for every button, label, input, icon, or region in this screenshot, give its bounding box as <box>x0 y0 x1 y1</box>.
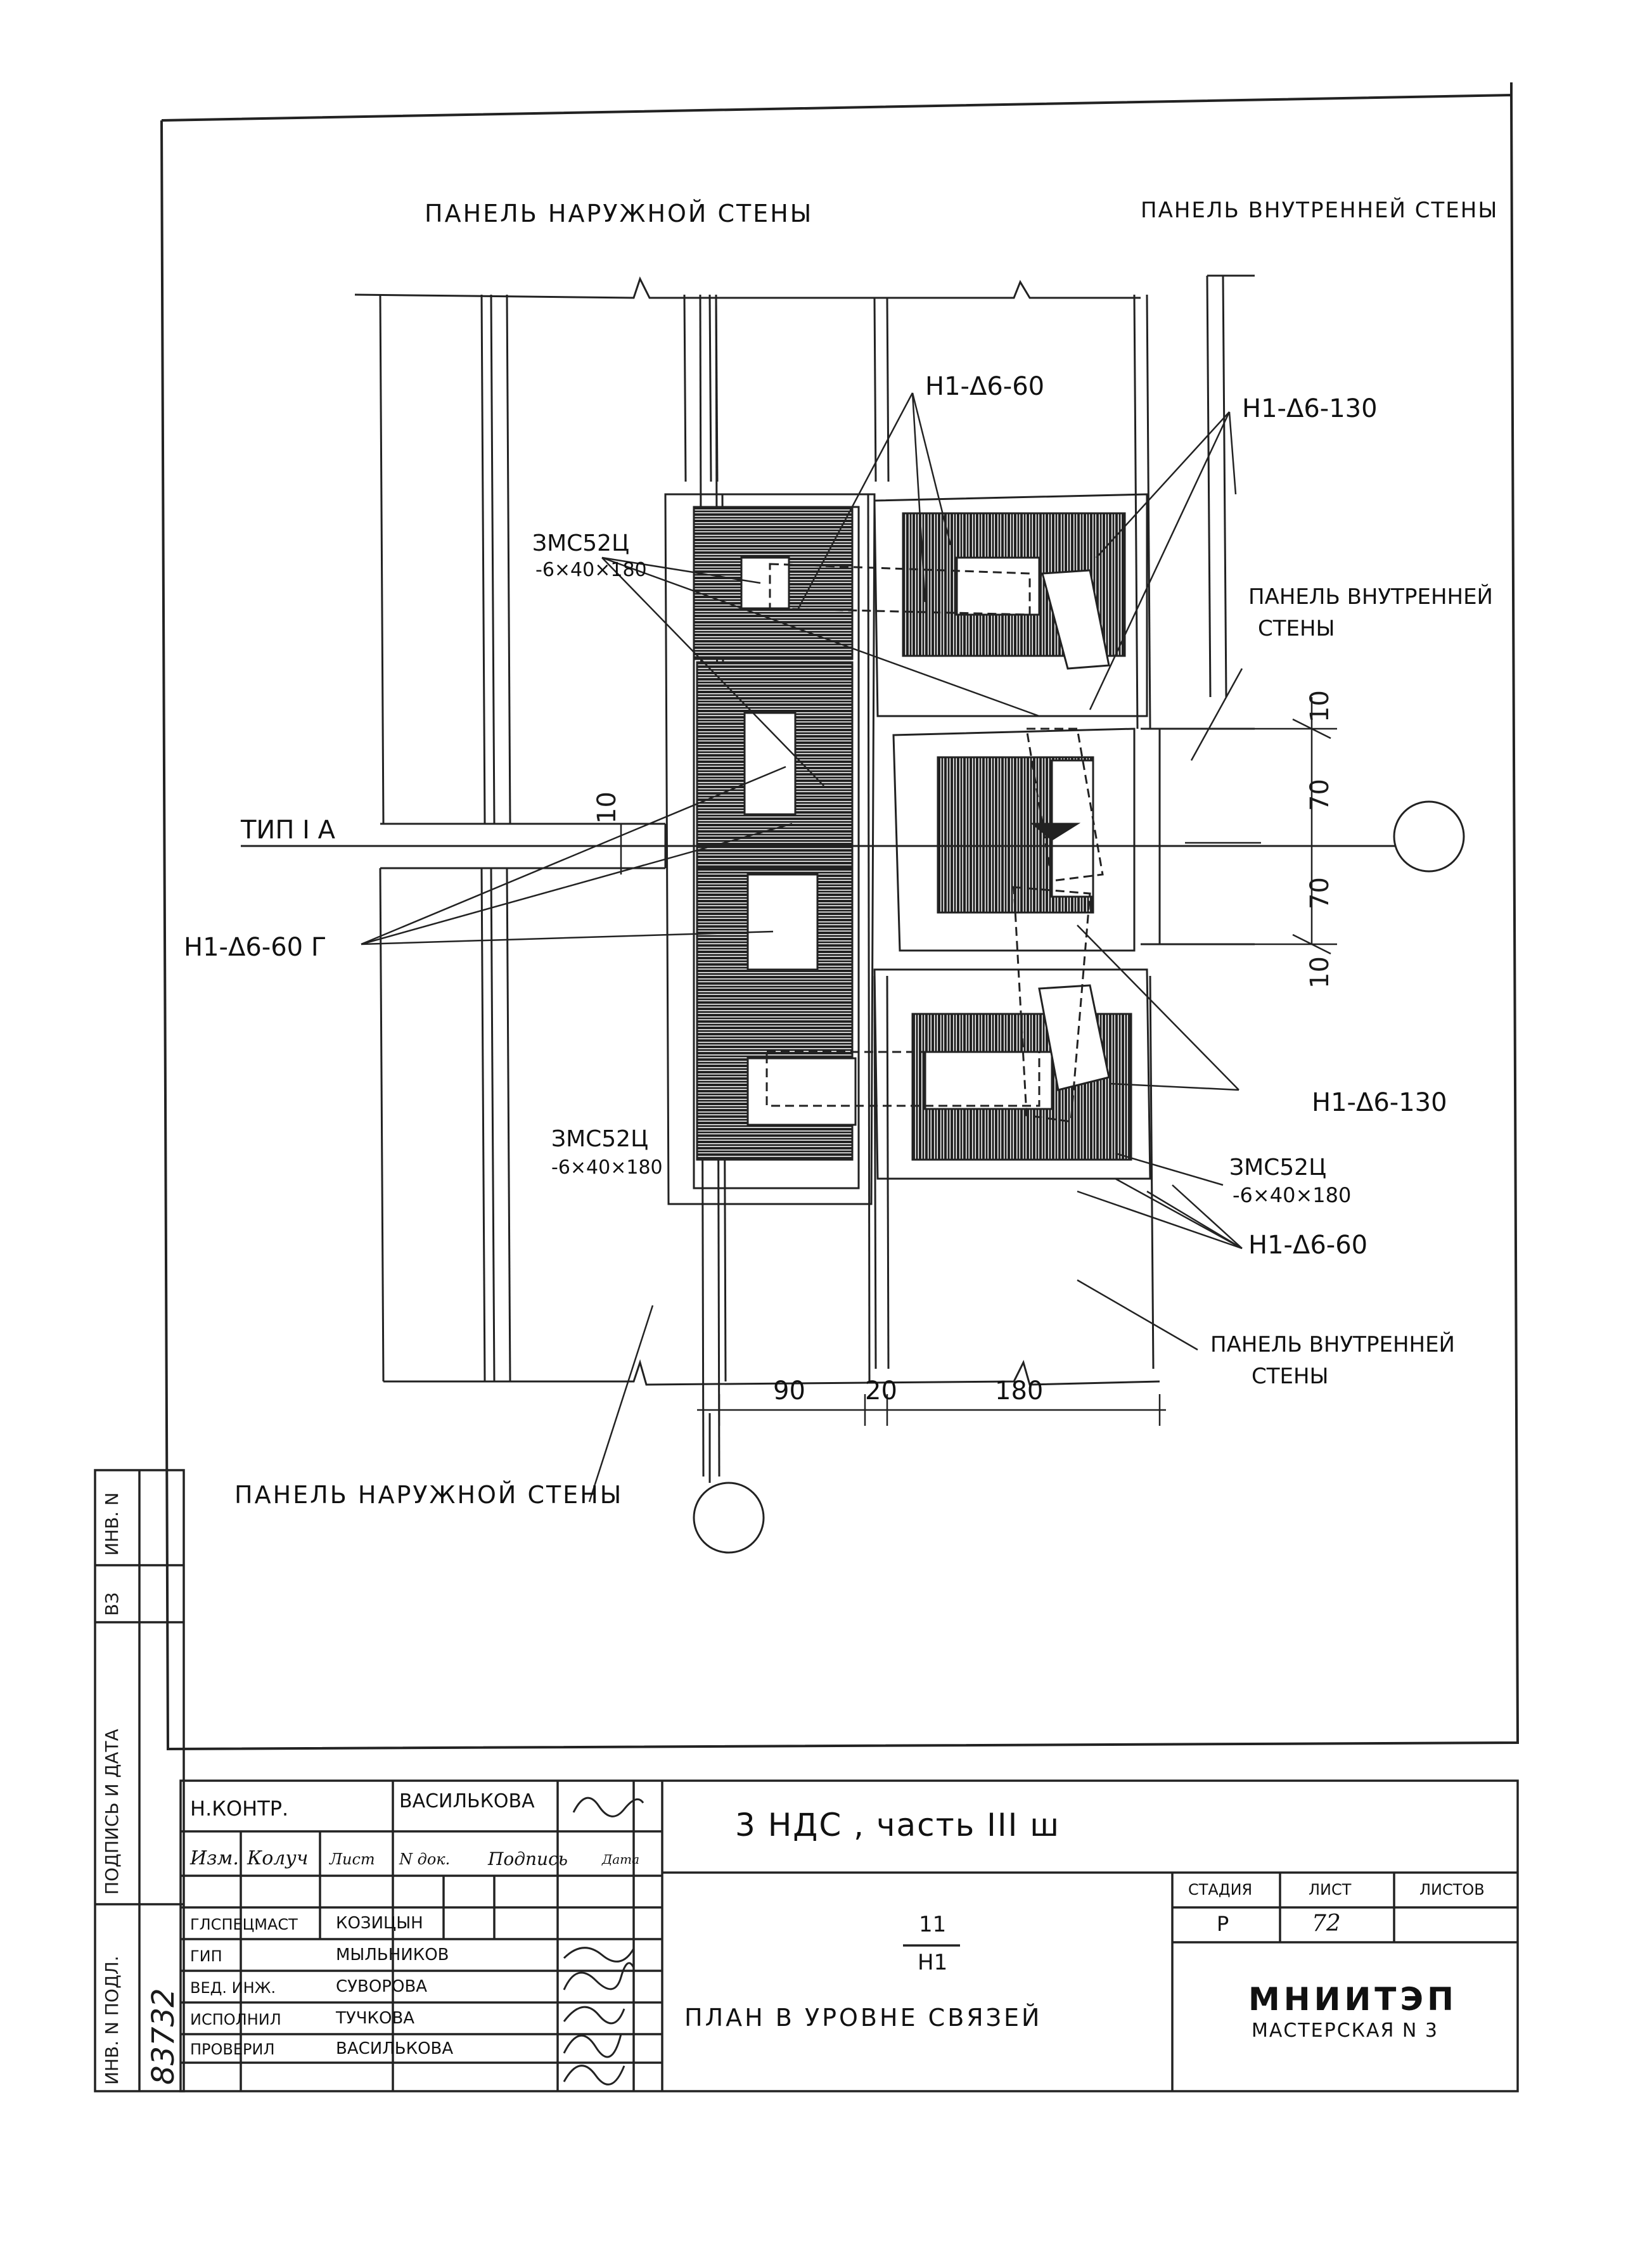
sidebar-podpis-data: ПОДПИСЬ И ДАТА <box>101 1729 122 1895</box>
dim-right-mid2: 70 <box>1305 877 1335 909</box>
label-inner-panel-bottom-2: СТЕНЫ <box>1252 1364 1329 1389</box>
tb-project: 3 НДС , часть III ш <box>735 1807 1060 1843</box>
label-plate-right-1: ЗМС52Ц <box>1229 1155 1327 1181</box>
sidebar-inv-value: 83732 <box>146 1988 181 2085</box>
label-weld-right-mid: Н1-Δ6-130 <box>1312 1088 1447 1117</box>
label-weld-top-right: Н1-Δ6-130 <box>1242 394 1378 423</box>
dim-right-mid1: 70 <box>1305 779 1335 811</box>
tb-row-role-2: ВЕД. ИНЖ. <box>190 1979 276 1997</box>
tb-sheet-value: 72 <box>1312 1911 1341 1937</box>
label-type-mark: ТИП I A <box>241 816 336 845</box>
label-plate-right-2: -6×40×180 <box>1233 1183 1352 1207</box>
tb-row-name-4: ВАСИЛЬКОВА <box>336 2039 454 2058</box>
label-plate-left-top-1: ЗМС52Ц <box>532 530 630 556</box>
tb-sheets-label: ЛИСТОВ <box>1419 1881 1485 1899</box>
tb-row-role-1: ГИП <box>190 1947 222 1965</box>
dim-right-bottom: 10 <box>1305 956 1335 989</box>
title-block-frame <box>94 1469 1519 2092</box>
axis-markers <box>241 800 1465 1554</box>
tb-n-kontr-name: ВАСИЛЬКОВА <box>399 1790 535 1812</box>
tb-row-name-2: СУВОРОВА <box>336 1977 428 1996</box>
label-weld-left: Н1-Δ6-60 Г <box>184 933 327 962</box>
tb-header-data: Дата <box>602 1852 640 1867</box>
tb-org-name: МНИИТЭП <box>1248 1981 1457 2018</box>
label-inner-panel-bottom-1: ПАНЕЛЬ ВНУТРЕННЕЙ <box>1210 1332 1455 1357</box>
right-joint-block-middle <box>892 727 1136 952</box>
dim-left-gap: 10 <box>592 791 622 824</box>
weld-plates <box>765 563 1104 1123</box>
tb-row-name-1: МЫЛЬНИКОВ <box>336 1945 449 1964</box>
dim-bottom-3: 180 <box>995 1376 1044 1406</box>
right-joint-block-top <box>873 493 1148 717</box>
right-joint-block-bottom <box>873 968 1151 1180</box>
signatures <box>563 1797 644 2085</box>
tb-header-izm: Изм. <box>190 1847 239 1869</box>
tb-header-koluch: Колуч <box>247 1847 309 1869</box>
label-outer-panel-bottom: ПАНЕЛЬ НАРУЖНОЙ СТЕНЫ <box>234 1481 624 1509</box>
leader-lines <box>361 392 1261 1502</box>
tb-sheet-label: ЛИСТ <box>1309 1881 1352 1899</box>
tb-header-list: Лист <box>330 1850 375 1868</box>
tb-row-role-0: ГЛСПЕЦМАСТ <box>190 1916 298 1933</box>
tb-sheet-title: ПЛАН В УРОВНЕ СВЯЗЕЙ <box>684 2004 1042 2032</box>
tb-row-role-3: ИСПОЛНИЛ <box>190 2011 281 2028</box>
dim-bottom-1: 90 <box>773 1376 805 1406</box>
dimension-lines <box>620 697 1337 1426</box>
left-joint-block <box>664 493 876 1205</box>
sidebar-inv-podl: ИНВ. N ПОДЛ. <box>101 1956 122 2085</box>
label-inner-panel-right-1: ПАНЕЛЬ ВНУТРЕННЕЙ <box>1248 584 1493 610</box>
label-inner-panel-top: ПАНЕЛЬ ВНУТРЕННЕЙ СТЕНЫ <box>1141 198 1499 223</box>
tb-row-name-3: ТУЧКОВА <box>336 2009 415 2028</box>
tb-stage-value: Р <box>1217 1912 1229 1936</box>
tb-header-podpis: Подпись <box>488 1848 568 1869</box>
label-plate-left-bottom-1: ЗМС52Ц <box>551 1126 649 1152</box>
wall-panels <box>354 274 1255 1477</box>
tb-stage-label: СТАДИЯ <box>1188 1881 1253 1899</box>
tb-row-role-4: ПРОВЕРИЛ <box>190 2041 275 2058</box>
label-outer-panel-top: ПАНЕЛЬ НАРУЖНОЙ СТЕНЫ <box>425 200 814 227</box>
label-inner-panel-right-2: СТЕНЫ <box>1258 616 1335 641</box>
tb-code-top: 11 <box>919 1912 947 1937</box>
sidebar-vz: ВЗ <box>101 1592 122 1616</box>
tb-org-unit: МАСТЕРСКАЯ N 3 <box>1252 2020 1438 2042</box>
label-plate-left-bottom-2: -6×40×180 <box>551 1156 663 1179</box>
tb-header-ndok: N док. <box>399 1850 451 1868</box>
tb-n-kontr-role: Н.КОНТР. <box>190 1797 289 1821</box>
tb-code-bottom: Н1 <box>918 1950 948 1975</box>
label-weld-top-left: Н1-Δ6-60 <box>925 372 1045 401</box>
label-plate-left-top-2: -6×40×180 <box>535 559 647 581</box>
label-weld-right-bottom: Н1-Δ6-60 <box>1248 1231 1368 1260</box>
page-frame <box>160 82 1520 1751</box>
dim-bottom-2: 20 <box>865 1376 897 1406</box>
sidebar-inv-n: ИНВ. N <box>101 1492 122 1556</box>
dim-right-top: 10 <box>1305 690 1335 722</box>
tb-row-name-0: КОЗИЦЫН <box>336 1914 423 1933</box>
